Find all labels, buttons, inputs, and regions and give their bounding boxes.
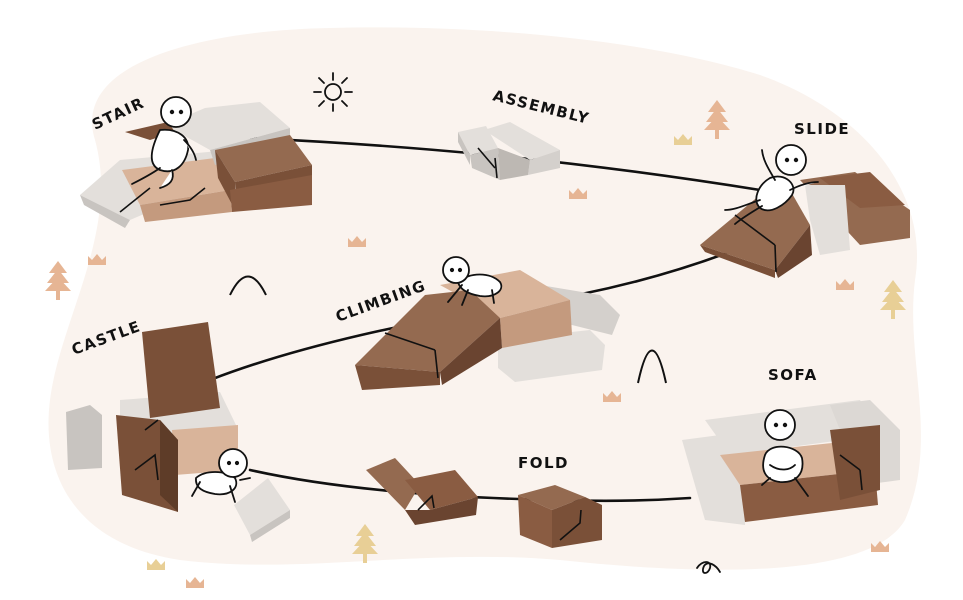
child-figure — [191, 448, 251, 503]
fold-configuration: FOLD — [366, 454, 602, 548]
squiggle-icon — [696, 561, 721, 574]
child-figure — [131, 96, 197, 189]
sun-icon — [313, 72, 353, 112]
stair-configuration: STAIR — [80, 94, 312, 228]
label-sofa: SOFA — [768, 366, 818, 384]
slide-configuration: SLIDE — [700, 120, 910, 278]
castle-configuration: CASTLE — [66, 317, 290, 542]
child-figure — [724, 144, 819, 225]
hill-icon — [229, 275, 267, 296]
tree-icon — [45, 261, 71, 300]
hill-icon — [637, 349, 667, 384]
label-slide: SLIDE — [794, 120, 850, 138]
crown-icon — [186, 577, 204, 588]
crown-icon — [147, 559, 165, 570]
label-fold: FOLD — [518, 454, 569, 472]
child-figure — [761, 409, 809, 497]
child-figure — [442, 256, 503, 306]
sofa-configuration: SOFA — [682, 366, 900, 525]
